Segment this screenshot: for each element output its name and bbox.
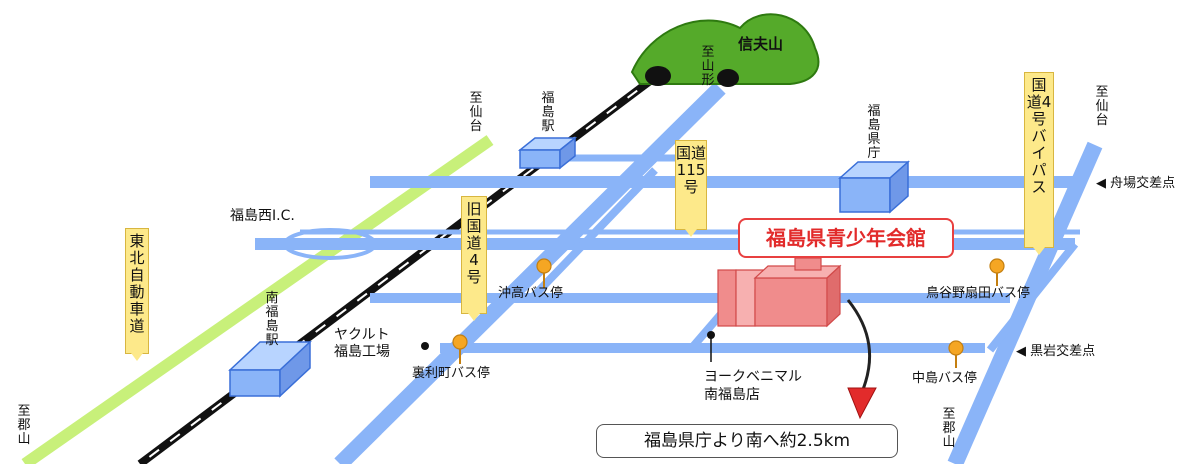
youth-hall-building	[717, 257, 842, 328]
dest-koriyama-right: 至郡山	[942, 407, 956, 450]
direction-note-box: 福島県庁より南へ約2.5km	[596, 424, 898, 458]
dest-sendai-left: 至仙台	[469, 91, 483, 134]
bus-stop-urarimachi: 裏利町バス停	[412, 366, 491, 381]
mountain-shinobuyama	[630, 13, 820, 87]
sign-old-route4: 旧国道4号	[461, 196, 487, 321]
bus-stop-okitaka: 沖高バス停	[498, 286, 564, 301]
nishi-ic-label: 福島西I.C.	[230, 208, 295, 224]
dest-koriyama-left: 至郡山	[17, 404, 31, 447]
sign-tohoku-expressway: 東北自動車道	[125, 228, 149, 361]
intersection-funaba: ◀ 舟場交差点	[1096, 176, 1176, 191]
landmark-dots	[421, 331, 715, 362]
bus-stop-nakajima: 中島バス停	[912, 371, 978, 386]
facility-name-box: 福島県青少年会館	[738, 218, 954, 258]
sign-route115: 国道115号	[675, 140, 707, 237]
landmark-yakult: ヤクルト 福島工場	[334, 327, 390, 360]
landmark-yorkbenimaru: ヨークベニマル 南福島店	[704, 369, 802, 403]
dest-sendai-right: 至仙台	[1095, 85, 1109, 128]
minami-fukushima-station-label: 南福島駅	[265, 291, 279, 348]
minami-fukushima-station-block	[228, 340, 312, 398]
direction-arrow	[846, 299, 877, 420]
intersection-kuroiwa: ◀ 黒岩交差点	[1016, 344, 1096, 359]
sign-route4-bypass: 国道4号バイパス	[1024, 72, 1054, 255]
tohoku-expressway-line	[21, 135, 494, 464]
bus-stop-pins	[452, 258, 1005, 368]
bus-stop-toriyanohatake: 鳥谷野扇田バス停	[926, 286, 1031, 301]
prefecture-office-block	[838, 160, 910, 214]
dest-yamagata: 至山形	[701, 45, 715, 88]
fukushima-station-label: 福島駅	[541, 91, 555, 134]
mountain-name: 信夫山	[738, 35, 784, 53]
fukushima-station-block	[517, 136, 578, 170]
prefecture-office-label: 福島県庁	[867, 104, 881, 161]
